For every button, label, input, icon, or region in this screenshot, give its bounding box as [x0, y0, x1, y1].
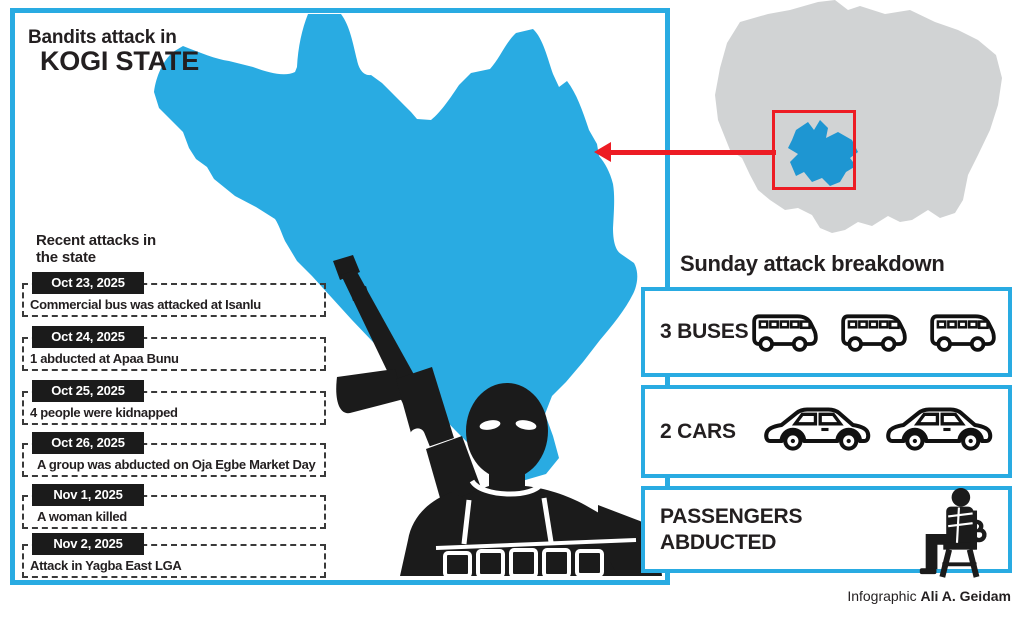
date-badge: Oct 23, 2025	[32, 272, 144, 294]
bus-icon	[752, 314, 819, 352]
locator-arrow-head-icon	[594, 142, 611, 162]
buses-label: 3 BUSES	[660, 320, 749, 343]
breakdown-card-passengers: PASSENGERS ABDUCTED	[641, 486, 1012, 578]
attack-description: A woman killed	[37, 509, 127, 524]
credit-prefix: Infographic	[847, 588, 921, 604]
bus-icon	[841, 314, 908, 352]
page-title-line1: Bandits attack in	[28, 27, 177, 48]
page-title-line2: KOGI STATE	[40, 46, 199, 76]
cars-label: 2 CARS	[660, 419, 736, 443]
locator-box	[772, 110, 856, 190]
nigeria-inset-map	[715, 0, 1002, 233]
hostage-icon	[919, 488, 987, 578]
breakdown-heading: Sunday attack breakdown	[680, 251, 945, 276]
date-badge: Oct 25, 2025	[32, 380, 144, 402]
attack-description: A group was abducted on Oja Egbe Market …	[37, 457, 316, 472]
attack-description: 1 abducted at Apaa Bunu	[30, 351, 179, 366]
car-icon-row	[762, 404, 998, 459]
credit-author: Ali A. Geidam	[920, 588, 1011, 604]
attack-description: 4 people were kidnapped	[30, 405, 178, 420]
nigeria-outline	[715, 0, 1002, 233]
date-badge: Oct 26, 2025	[32, 432, 144, 454]
hostage-icon-wrap	[912, 487, 1000, 586]
date-badge: Nov 1, 2025	[32, 484, 144, 506]
timeline-entry-box	[22, 544, 326, 578]
timeline-entry-box	[22, 495, 326, 529]
attack-description: Commercial bus was attacked at Isanlu	[30, 297, 261, 312]
date-badge: Nov 2, 2025	[32, 533, 144, 555]
car-icon	[886, 407, 993, 451]
breakdown-card-buses: 3 BUSES	[641, 287, 1012, 377]
passengers-label: PASSENGERS ABDUCTED	[660, 504, 803, 554]
car-icon	[764, 407, 871, 451]
bus-icon	[930, 314, 997, 352]
breakdown-card-cars: 2 CARS	[641, 385, 1012, 478]
credit-line: Infographic Ali A. Geidam	[847, 588, 1011, 604]
kogi-state-highlight	[788, 120, 858, 186]
attack-description: Attack in Yagba East LGA	[30, 558, 182, 573]
bus-icon-row	[748, 309, 1000, 355]
timeline-heading: Recent attacks in the state	[36, 232, 156, 267]
locator-arrow-shaft	[610, 150, 776, 155]
date-badge: Oct 24, 2025	[32, 326, 144, 348]
